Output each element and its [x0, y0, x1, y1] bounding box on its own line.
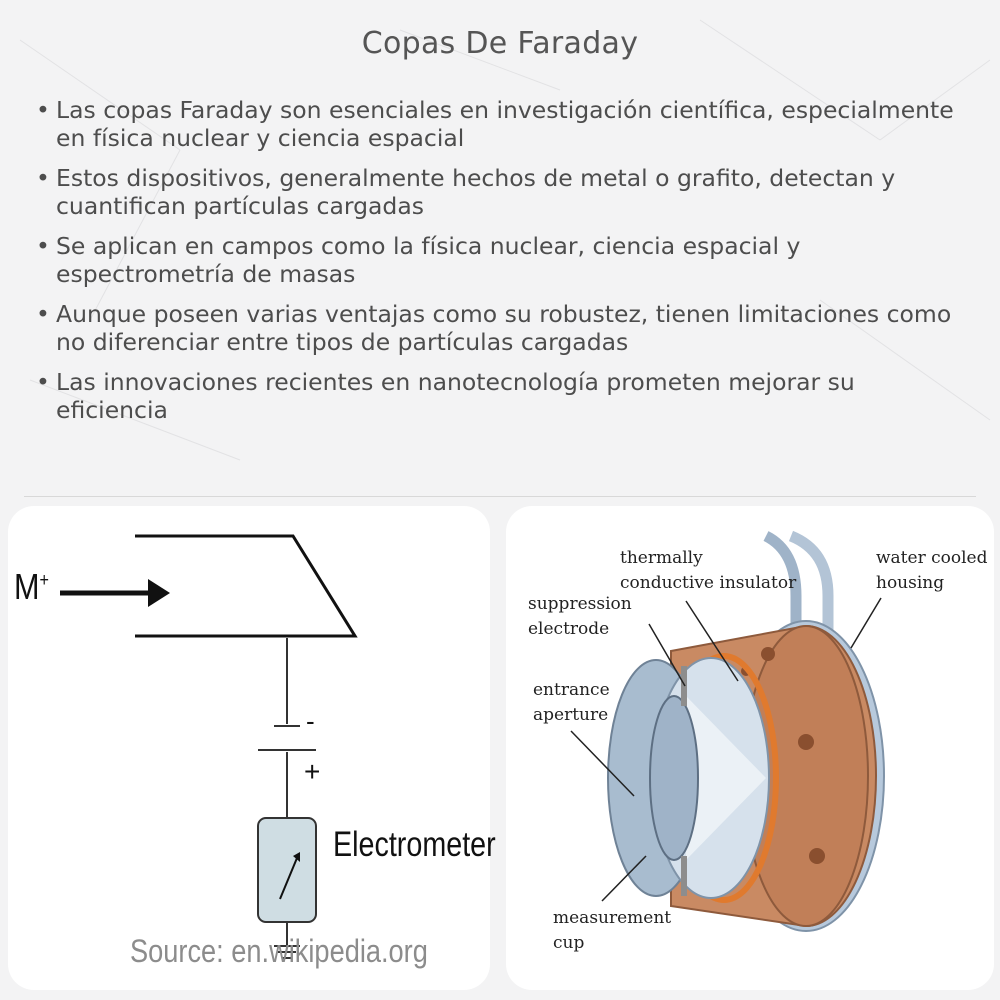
electrometer-label: Electrometer: [333, 825, 496, 864]
schematic-panel: [8, 506, 490, 990]
cooling-pipe: [763, 531, 802, 641]
leader-housing: [850, 597, 882, 649]
leader-suppression: [648, 623, 686, 687]
meter-needle: [279, 857, 298, 900]
battery-plus-label: +: [304, 756, 321, 787]
measurement-cup-label: measurement cup: [553, 908, 672, 953]
ion-label: M+: [14, 566, 49, 607]
source-credit: Source: en.wikipedia.org: [130, 933, 428, 969]
entrance-aperture: [649, 695, 699, 861]
water-cooled-housing-label: water cooled housing: [876, 548, 988, 593]
leader-cup: [601, 855, 647, 902]
bullet-item: Las innovaciones recientes en nanotecnol…: [36, 368, 966, 424]
faraday-cup-cutaway-illustration: [570, 530, 885, 932]
cup-outline: [135, 534, 358, 638]
bullet-item: Aunque poseen varias ventajas como su ro…: [36, 300, 966, 356]
battery-minus-label: -: [306, 706, 315, 736]
leader-aperture: [570, 730, 635, 797]
bullet-item: Las copas Faraday son esenciales en inve…: [36, 96, 966, 152]
cutaway-panel: [506, 506, 994, 990]
faraday-cup-schematic: [60, 534, 358, 959]
bullet-item: Se aplican en campos como la física nucl…: [36, 232, 966, 288]
leader-insulator: [685, 600, 739, 682]
electrometer-box: [257, 817, 317, 923]
page-title: Copas De Faraday: [361, 26, 639, 61]
suppression-electrode-label: suppression electrode: [528, 594, 632, 639]
bullet-list: Las copas Faraday son esenciales en inve…: [36, 96, 966, 436]
ion-arrow-head: [148, 579, 170, 607]
bullet-item: Estos dispositivos, generalmente hechos …: [36, 164, 966, 220]
entrance-aperture-label: entrance aperture: [533, 680, 610, 725]
thermal-insulator-label: thermally conductive insulator: [620, 548, 797, 593]
section-divider: [24, 496, 976, 497]
